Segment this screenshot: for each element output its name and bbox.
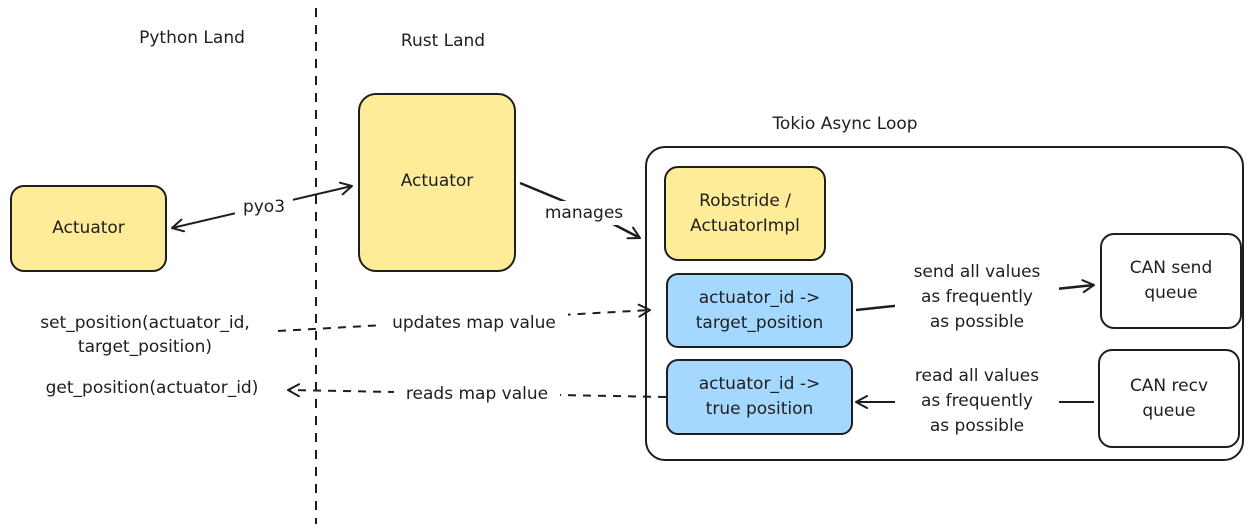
rust-actuator-node: Actuator xyxy=(358,93,516,272)
updates-edge-label: updates map value xyxy=(380,311,568,335)
can-recv-queue-node: CAN recv queue xyxy=(1098,349,1240,448)
can-send-label: CAN send queue xyxy=(1129,258,1213,303)
get-position-function: get_position(actuator_id) xyxy=(45,378,259,398)
reads-edge-label: reads map value xyxy=(394,382,560,406)
rust-land-label: Rust Land xyxy=(400,31,486,51)
tokio-async-loop-region xyxy=(645,146,1244,461)
send-edge-label: send all values as frequently as possibl… xyxy=(895,260,1059,335)
manages-edge-label: manages xyxy=(538,201,630,225)
can-send-queue-node: CAN send queue xyxy=(1100,233,1242,329)
target-map-label: actuator_id -> target_position xyxy=(695,287,824,333)
pyo3-edge-label: pyo3 xyxy=(235,195,293,219)
robstride-actuatorimpl-node: Robstride / ActuatorImpl xyxy=(664,166,826,261)
python-actuator-node: Actuator xyxy=(10,185,167,272)
rust-actuator-label: Actuator xyxy=(400,171,474,191)
can-recv-label: CAN recv queue xyxy=(1129,375,1209,421)
python-land-label: Python Land xyxy=(139,28,245,48)
tokio-loop-label: Tokio Async Loop xyxy=(772,114,918,134)
target-position-map-node: actuator_id -> target_position xyxy=(666,273,853,348)
true-position-map-node: actuator_id -> true position xyxy=(666,359,853,435)
python-actuator-label: Actuator xyxy=(52,218,125,238)
robstride-label: Robstride / ActuatorImpl xyxy=(690,190,800,236)
reads-arrow xyxy=(287,383,667,398)
set-position-function: set_position(actuator_id, target_positio… xyxy=(40,313,250,357)
true-map-label: actuator_id -> true position xyxy=(698,374,821,419)
read-edge-label: read all values as frequently as possibl… xyxy=(895,364,1059,439)
